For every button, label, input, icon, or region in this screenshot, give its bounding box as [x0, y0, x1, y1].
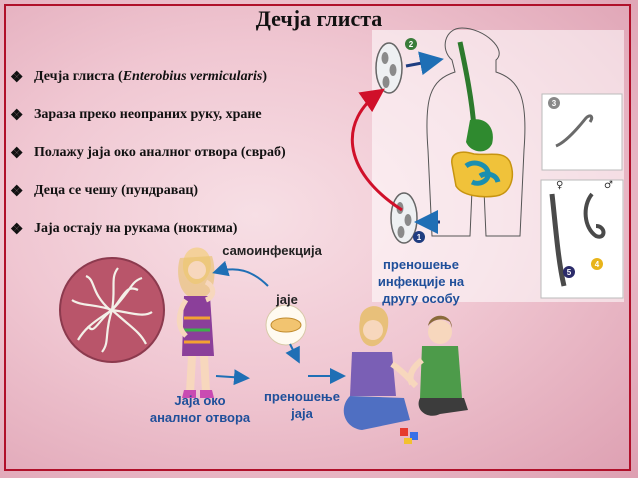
bullet-list: ❖ Дечја глиста (Enterobius vermicularis)… — [10, 58, 370, 248]
worm-micrograph — [59, 257, 165, 363]
latin-name: Enterobius vermicularis — [122, 69, 263, 84]
girl-scratching-figure — [176, 247, 216, 398]
egg-illustration — [265, 304, 307, 346]
bullet-item: ❖ Јаја остају на рукама (ноктима) — [10, 210, 370, 248]
bullet-item: ❖ Дечја глиста (Enterobius vermicularis) — [10, 69, 268, 86]
bullet-text: Деца се чешу (пундравац) — [34, 183, 199, 198]
caption-autoinfection: самоинфекција — [222, 243, 322, 258]
bullet-text: Дечја глиста ( — [34, 69, 123, 84]
lifecycle-diagram: ♀ ♂ 2 1 3 4 5 — [350, 27, 624, 302]
caption-transfer-eggs: преношење jaja — [264, 389, 340, 421]
diamond-bullet-icon: ❖ — [10, 183, 24, 200]
bullet-item: ❖ Деца се чешу (пундравац) — [10, 172, 370, 210]
egg-cluster-icon — [390, 192, 418, 244]
female-symbol: ♀ — [556, 180, 563, 191]
diamond-bullet-icon: ❖ — [10, 145, 24, 162]
step-badge: 4 — [595, 260, 600, 269]
step-badge: 3 — [552, 99, 557, 108]
cycle-arrow — [350, 88, 403, 212]
caption-egg: jaje — [276, 292, 298, 307]
flow-arrow — [212, 260, 269, 287]
step-badge: 5 — [567, 268, 572, 277]
caption-eggs-anal: Jaja око аналног отвора — [149, 393, 251, 425]
intestines-icon — [451, 151, 514, 198]
flow-arrow — [285, 343, 300, 364]
cycle-arrow — [405, 51, 444, 76]
children-playing-figure — [343, 306, 468, 444]
diamond-bullet-icon: ❖ — [10, 69, 24, 86]
stomach-shape — [466, 119, 493, 152]
slide-title: Дечја глиста — [255, 6, 383, 31]
larva-worm-icon — [555, 114, 594, 148]
egg-cluster-icon — [375, 42, 403, 94]
flow-arrow — [215, 369, 250, 386]
bullet-item: ❖ Зараза преко неопраних руку, хране — [10, 96, 370, 134]
bullet-item: ❖ Полажу јаја око аналног отвора (свраб) — [10, 134, 370, 172]
caption-transfer-to-person: преношење инфекције на другу особу — [377, 257, 465, 306]
step-badge: 1 — [417, 233, 422, 242]
diamond-bullet-icon: ❖ — [10, 107, 24, 124]
bullet-text: Зараза преко неопраних руку, хране — [34, 107, 262, 122]
female-worm-icon — [549, 193, 567, 287]
male-worm-icon — [583, 192, 606, 239]
bullet-text: Полажу јаја око аналног отвора (свраб) — [34, 145, 286, 160]
bullet-text: Јаја остају на рукама (ноктима) — [34, 221, 238, 236]
diamond-bullet-icon: ❖ — [10, 221, 24, 238]
male-symbol: ♂ — [604, 180, 613, 191]
step-badge: 2 — [409, 40, 414, 49]
slide-border — [4, 4, 631, 471]
